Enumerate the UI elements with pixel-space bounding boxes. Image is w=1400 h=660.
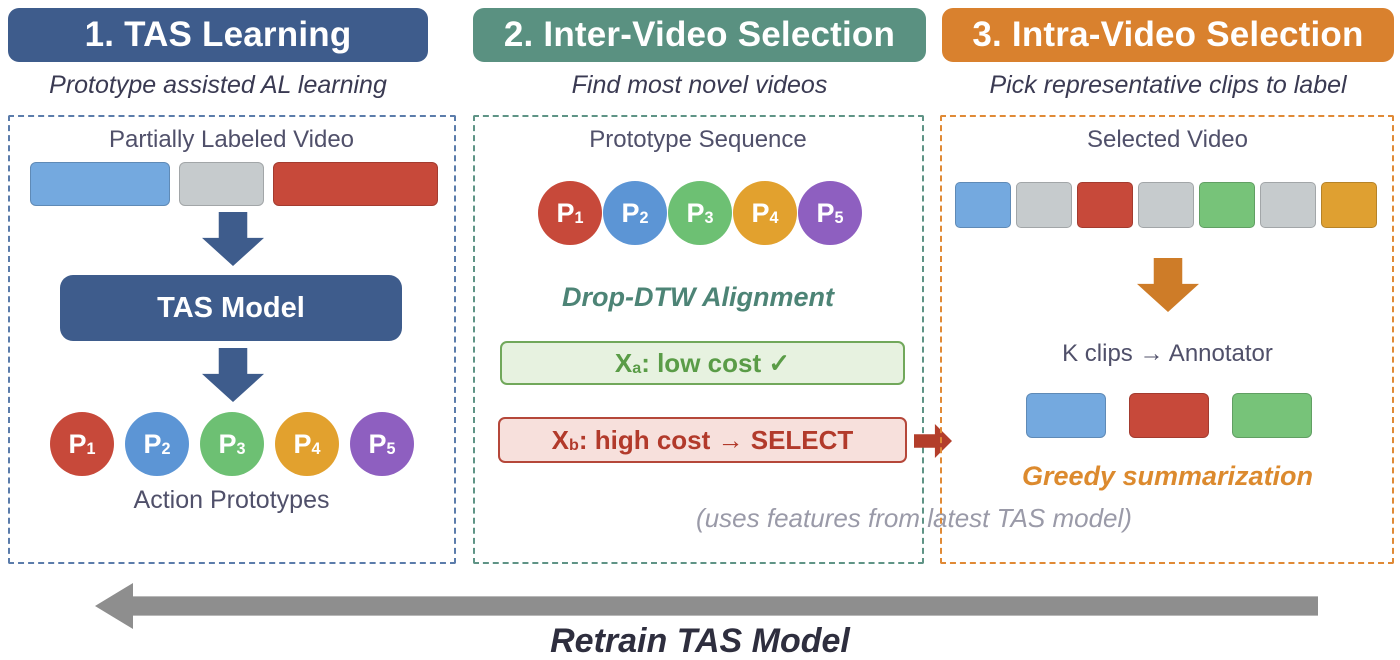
panel-3-box <box>940 115 1394 564</box>
selected-clip-green <box>1232 393 1312 438</box>
panel-3-subtitle: Pick representative clips to label <box>989 70 1347 99</box>
selected-clip-red <box>1129 393 1209 438</box>
tas-model-box: TAS Model <box>60 275 402 341</box>
selected-video-label: Selected Video <box>1086 126 1248 153</box>
greedy-summarization-caption: Greedy summarization <box>1021 461 1314 491</box>
tas-model-label: TAS Model <box>157 291 305 324</box>
low-cost-x: X <box>614 347 633 378</box>
clip-blue <box>955 182 1011 228</box>
retrain-tas-model-label: Retrain TAS Model <box>550 622 850 660</box>
panel-1-box <box>8 115 456 564</box>
unlabeled-segment-gray <box>179 162 264 206</box>
panel-3-title: 3. Intra-Video Selection <box>972 15 1364 54</box>
uses-features-note: (uses features from latest TAS model) <box>696 503 1132 533</box>
labeled-segment-blue <box>30 162 170 206</box>
panel-2-box <box>473 115 924 564</box>
panel-2-subtitle: Find most novel videos <box>571 70 828 99</box>
partially-labeled-video-label: Partially Labeled Video <box>108 126 355 153</box>
panel-2-title: 2. Inter-Video Selection <box>503 15 896 54</box>
clip-gray <box>1016 182 1072 228</box>
high-cost-x: X <box>551 424 570 455</box>
clip-gray <box>1260 182 1316 228</box>
clip-orange <box>1321 182 1377 228</box>
panel-3-header: 3. Intra-Video Selection <box>942 8 1394 62</box>
clip-red <box>1077 182 1133 228</box>
panel-1-title: 1. TAS Learning <box>84 15 352 54</box>
high-cost-text: : high cost → SELECT <box>578 424 854 455</box>
clip-green <box>1199 182 1255 228</box>
clip-gray <box>1138 182 1194 228</box>
prototype-sequence-label: Prototype Sequence <box>589 126 807 153</box>
panel-1-subtitle: Prototype assisted AL learning <box>49 70 387 99</box>
labeled-segment-red <box>273 162 438 206</box>
selected-video-bar <box>955 182 1377 228</box>
action-prototypes-caption: Action Prototypes <box>133 486 330 514</box>
drop-dtw-alignment-label: Drop-DTW Alignment <box>562 282 834 312</box>
partially-labeled-video-bar <box>30 162 438 206</box>
k-clips-annotator-label: K clips → Annotator <box>1062 340 1273 367</box>
low-cost-text: : low cost ✓ <box>641 347 791 378</box>
panel-1-header: 1. TAS Learning <box>8 8 428 62</box>
selected-clips-row <box>1026 393 1312 438</box>
panel-2-header: 2. Inter-Video Selection <box>473 8 926 62</box>
selected-clip-blue <box>1026 393 1106 438</box>
